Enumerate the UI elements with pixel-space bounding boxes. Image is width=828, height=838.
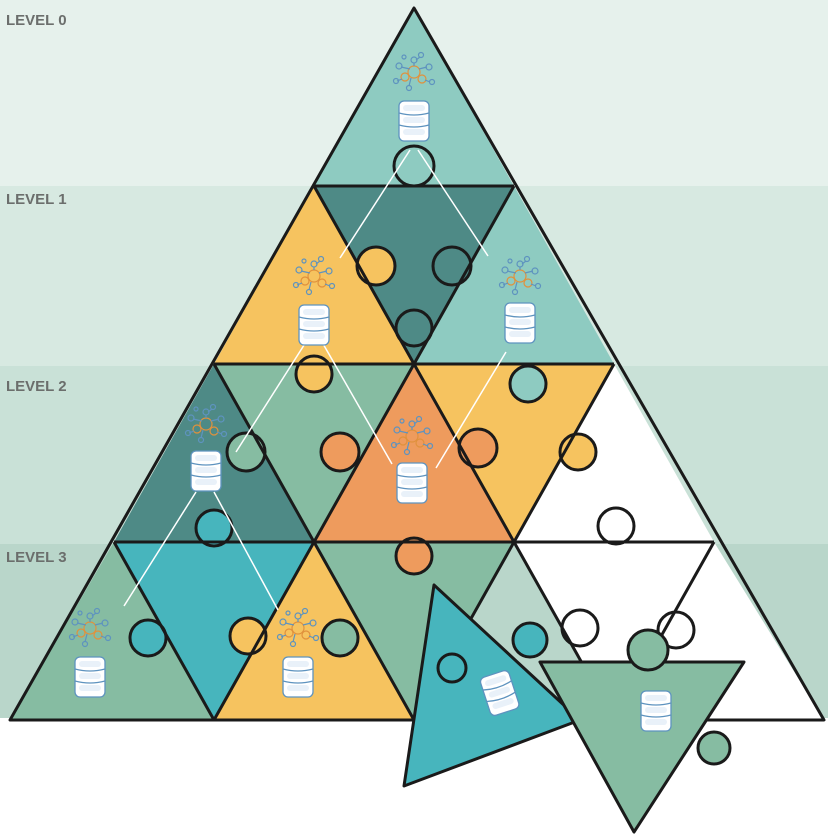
level3-piece-2 (114, 542, 314, 720)
connection-lines (123, 149, 507, 611)
database-icon (282, 656, 314, 698)
database-icon (398, 100, 430, 142)
level-1-label: LEVEL 1 (6, 191, 67, 208)
database-icon (396, 462, 428, 504)
database-icon (640, 690, 672, 732)
level1-left-piece (214, 186, 414, 364)
database-icon (190, 450, 222, 492)
level3-piece-3 (214, 542, 414, 720)
level-2-label: LEVEL 2 (6, 378, 67, 395)
database-icon (74, 656, 106, 698)
level3-piece-4 (314, 542, 514, 720)
loose-piece-cyan[interactable] (402, 583, 582, 788)
level3-piece-1 (10, 542, 214, 720)
loose-piece-green[interactable] (538, 628, 746, 834)
database-icon (504, 302, 536, 344)
level-0-label: LEVEL 0 (6, 12, 67, 29)
level2-piece-3 (314, 364, 514, 542)
level0-piece (314, 8, 514, 186)
level3-piece-6 (514, 542, 714, 720)
level-3-label: LEVEL 3 (6, 549, 67, 566)
level2-piece-5 (514, 364, 714, 542)
level1-middle-piece (314, 186, 514, 364)
database-icon (298, 304, 330, 346)
level2-piece-4 (414, 364, 614, 542)
